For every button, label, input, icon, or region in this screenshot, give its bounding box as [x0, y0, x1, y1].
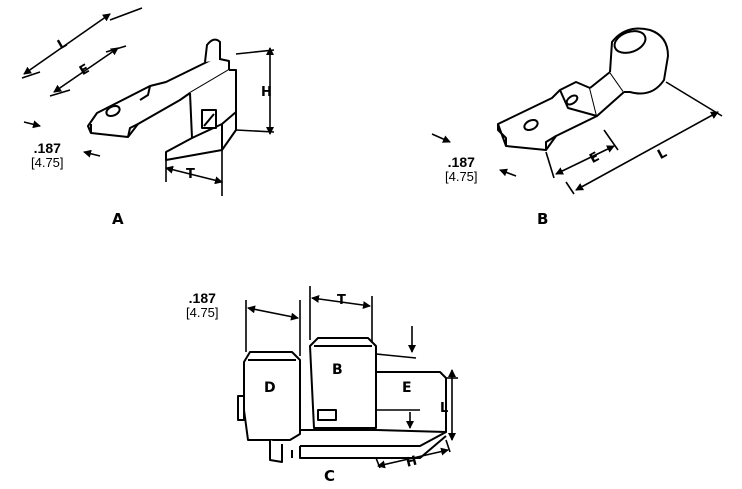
figure-c-base [296, 429, 447, 447]
svg-text:D: D [264, 380, 276, 396]
figure-a-hole [105, 104, 121, 118]
figure-c-label: C [324, 467, 336, 485]
figure-c-thickness-label: .187 [4.75] [186, 290, 219, 321]
figure-c-tab-stamps: D B E [264, 362, 412, 396]
figure-b-drawing [497, 27, 669, 151]
figure-c-middle-tab [309, 337, 377, 429]
figure-c-dim-l: L [440, 401, 448, 416]
svg-text:E: E [402, 380, 412, 396]
figure-b-thickness-label: .187 [4.75] [445, 154, 478, 185]
figure-c-dim-letters: T L H [337, 293, 448, 471]
figure-b-blade [497, 81, 598, 151]
figure-a-label: A [112, 210, 124, 228]
svg-text:B: B [332, 362, 343, 378]
figure-c-thickness-mm: [4.75] [186, 305, 219, 321]
figure-a-drawing [87, 38, 237, 161]
figure-c-front-tab [243, 351, 301, 441]
figure-b-thickness-in: .187 [447, 154, 475, 170]
figure-b-dimensions [431, 81, 723, 195]
figure-a-thickness-mm: [4.75] [31, 155, 64, 171]
figure-a-dim-t: T [186, 167, 195, 182]
figure-b-hole [523, 118, 539, 132]
figure-c-dimensions [245, 286, 458, 469]
figure-b-dim-l: L [655, 146, 669, 163]
figure-a-thickness-in: .187 [33, 140, 61, 156]
figure-a-dimensions [21, 7, 275, 196]
figure-b-label: B [537, 210, 549, 228]
figure-a-dim-h: H [261, 85, 272, 100]
figure-b-dim-letters: E L [587, 146, 669, 167]
figure-a-dim-e: E [77, 61, 92, 78]
figure-c-drawing [237, 337, 447, 463]
figure-c-dim-t: T [337, 293, 346, 308]
figure-b-thickness-mm: [4.75] [445, 169, 478, 185]
figure-a-thickness-label: .187 [4.75] [31, 140, 64, 171]
figure-c-dim-h: H [404, 454, 418, 471]
figure-c-thickness-in: .187 [188, 290, 216, 306]
